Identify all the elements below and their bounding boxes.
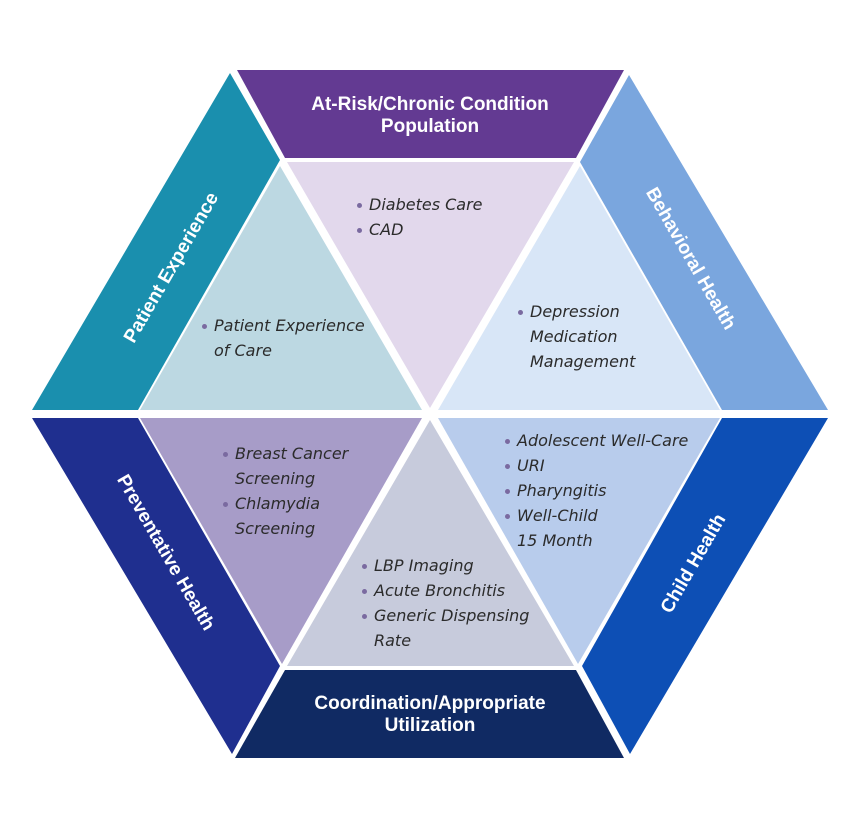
at-risk-title-line-2: Population (380, 116, 480, 137)
list-item-text: Well-Child (517, 506, 598, 525)
list-item-text: LBP Imaging (374, 556, 474, 575)
list-item: Patient Experience of Care (202, 313, 365, 363)
list-item-text: Breast Cancer (235, 444, 349, 463)
at-risk-title: At-Risk/Chronic Condition Population (311, 94, 548, 138)
band-at-risk (237, 70, 624, 158)
list-item: Generic Dispensing Rate (362, 603, 529, 653)
list-item-text: Acute Bronchitis (374, 581, 506, 600)
list-item-text: Rate (374, 631, 412, 650)
list-item: Adolescent Well-Care (505, 428, 688, 453)
list-item-text: Screening (235, 469, 316, 488)
triangle-at-risk (287, 162, 574, 408)
list-item: Depression Medication Management (518, 299, 635, 374)
list-item: LBP Imaging (362, 553, 529, 578)
list-item: Breast Cancer Screening (223, 441, 348, 491)
list-item: Acute Bronchitis (362, 578, 529, 603)
list-item-text: 15 Month (517, 531, 593, 550)
list-item-text: Diabetes Care (369, 195, 483, 214)
preventative-list: Breast Cancer Screening Chlamydia Screen… (223, 441, 348, 541)
list-item-text: of Care (214, 341, 272, 360)
at-risk-title-line-1: At-Risk/Chronic Condition (311, 94, 549, 115)
list-item: CAD (357, 217, 483, 242)
list-item: Well-Child 15 Month (505, 503, 688, 553)
triangle-coordination (287, 420, 574, 666)
coordination-title-line-1: Coordination/Appropriate (314, 693, 546, 714)
coordination-title: Coordination/Appropriate Utilization (314, 693, 545, 737)
list-item-text: CAD (369, 220, 404, 239)
triangle-preventative (140, 418, 422, 664)
at-risk-list: Diabetes Care CAD (357, 192, 483, 242)
list-item: Diabetes Care (357, 192, 483, 217)
band-preventative (32, 418, 280, 754)
list-item-text: Adolescent Well-Care (517, 431, 689, 450)
patient-experience-list: Patient Experience of Care (202, 313, 365, 363)
list-item: Pharyngitis (505, 478, 688, 503)
list-item: Chlamydia Screening (223, 491, 348, 541)
band-child (582, 418, 828, 754)
behavioral-list: Depression Medication Management (518, 299, 635, 374)
list-item-text: Medication (530, 327, 618, 346)
list-item: URI (505, 453, 688, 478)
triangle-behavioral (438, 166, 720, 410)
list-item-text: Generic Dispensing (374, 606, 530, 625)
coordination-list: LBP Imaging Acute Bronchitis Generic Dis… (362, 553, 529, 653)
list-item-text: Management (530, 352, 636, 371)
list-item-text: Screening (235, 519, 316, 538)
list-item-text: Depression (530, 302, 620, 321)
list-item-text: URI (517, 456, 545, 475)
child-list: Adolescent Well-Care URI Pharyngitis Wel… (505, 428, 688, 553)
triangle-patient-experience (140, 166, 422, 410)
list-item-text: Pharyngitis (517, 481, 607, 500)
band-patient-experience (32, 73, 280, 410)
band-coordination (235, 670, 624, 758)
triangle-child (438, 418, 720, 664)
list-item-text: Patient Experience (214, 316, 365, 335)
band-behavioral (580, 75, 828, 410)
list-item-text: Chlamydia (235, 494, 321, 513)
coordination-title-line-2: Utilization (384, 715, 476, 736)
